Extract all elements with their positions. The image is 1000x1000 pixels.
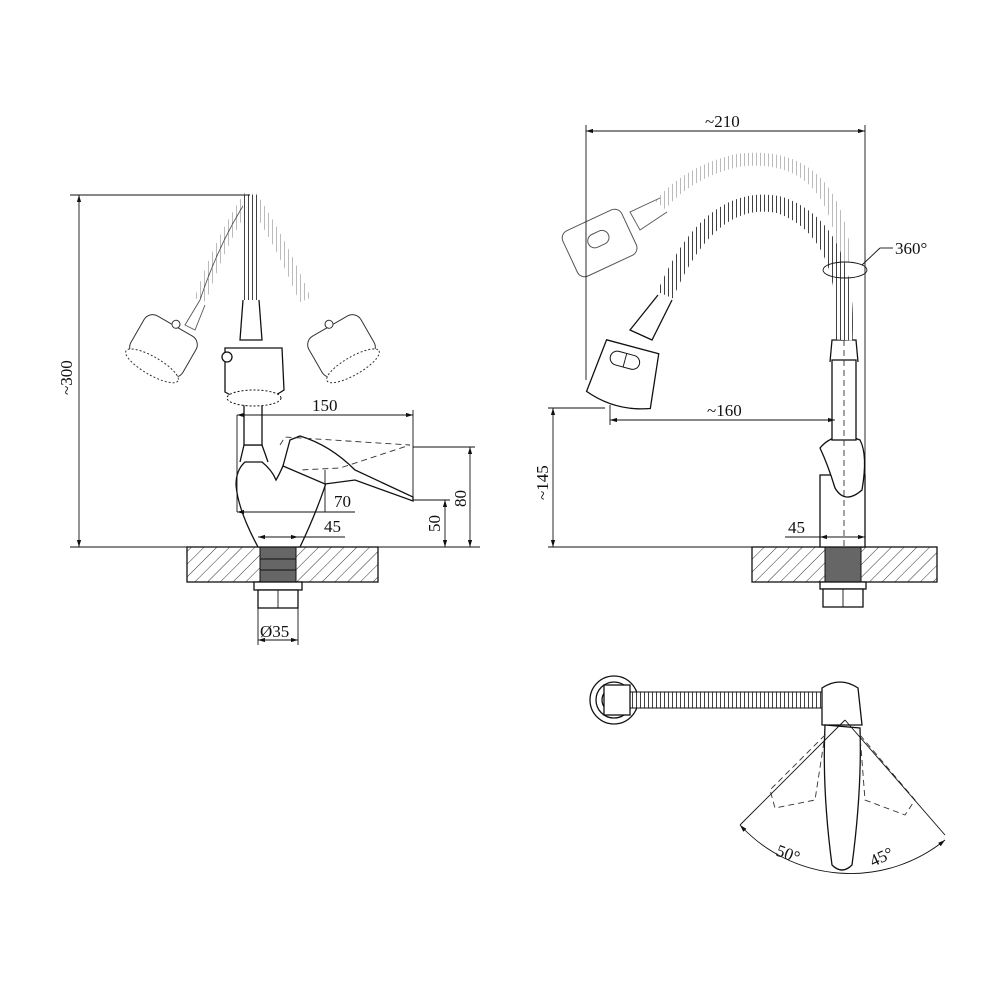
mount-shank xyxy=(824,546,862,583)
dim-base-width: 45 xyxy=(324,517,341,536)
mount-shank xyxy=(259,546,297,583)
hose-ghost xyxy=(655,152,852,263)
side-view: ~300 150 70 45 50 80 Ø35 xyxy=(57,191,480,645)
spray-head-ghost xyxy=(561,208,638,278)
dim-spout-height: ~145 xyxy=(533,465,552,500)
dim-spout-reach: ~160 xyxy=(707,401,742,420)
hose-left xyxy=(194,191,255,302)
dim-handle-low: 50 xyxy=(425,515,444,532)
hose-top xyxy=(629,691,841,709)
angle-left: 50° xyxy=(774,841,803,867)
spray-head-main xyxy=(585,339,660,410)
dim-swivel: 360° xyxy=(895,239,927,258)
angle-right: 45° xyxy=(867,843,897,870)
spray-head-right xyxy=(307,314,380,384)
front-view: 360° ~210 ~160 ~145 45 xyxy=(533,112,938,608)
spout-pipe xyxy=(243,404,263,446)
mount-nut xyxy=(253,581,303,591)
dim-shank-diameter: Ø35 xyxy=(260,622,289,641)
lever-handle-top xyxy=(823,724,861,871)
top-view: 50° 45° xyxy=(589,675,946,874)
dim-width-total: ~210 xyxy=(705,112,740,131)
hose-main xyxy=(657,194,853,341)
spray-head-left xyxy=(125,314,198,384)
dim-handle-high: 80 xyxy=(451,490,470,507)
dim-spout-reach: 150 xyxy=(312,396,338,415)
dim-handle-reach: 70 xyxy=(334,492,351,511)
dim-base-width: 45 xyxy=(788,518,805,537)
dim-height-total: ~300 xyxy=(57,360,76,395)
faucet-body-top xyxy=(821,681,863,726)
